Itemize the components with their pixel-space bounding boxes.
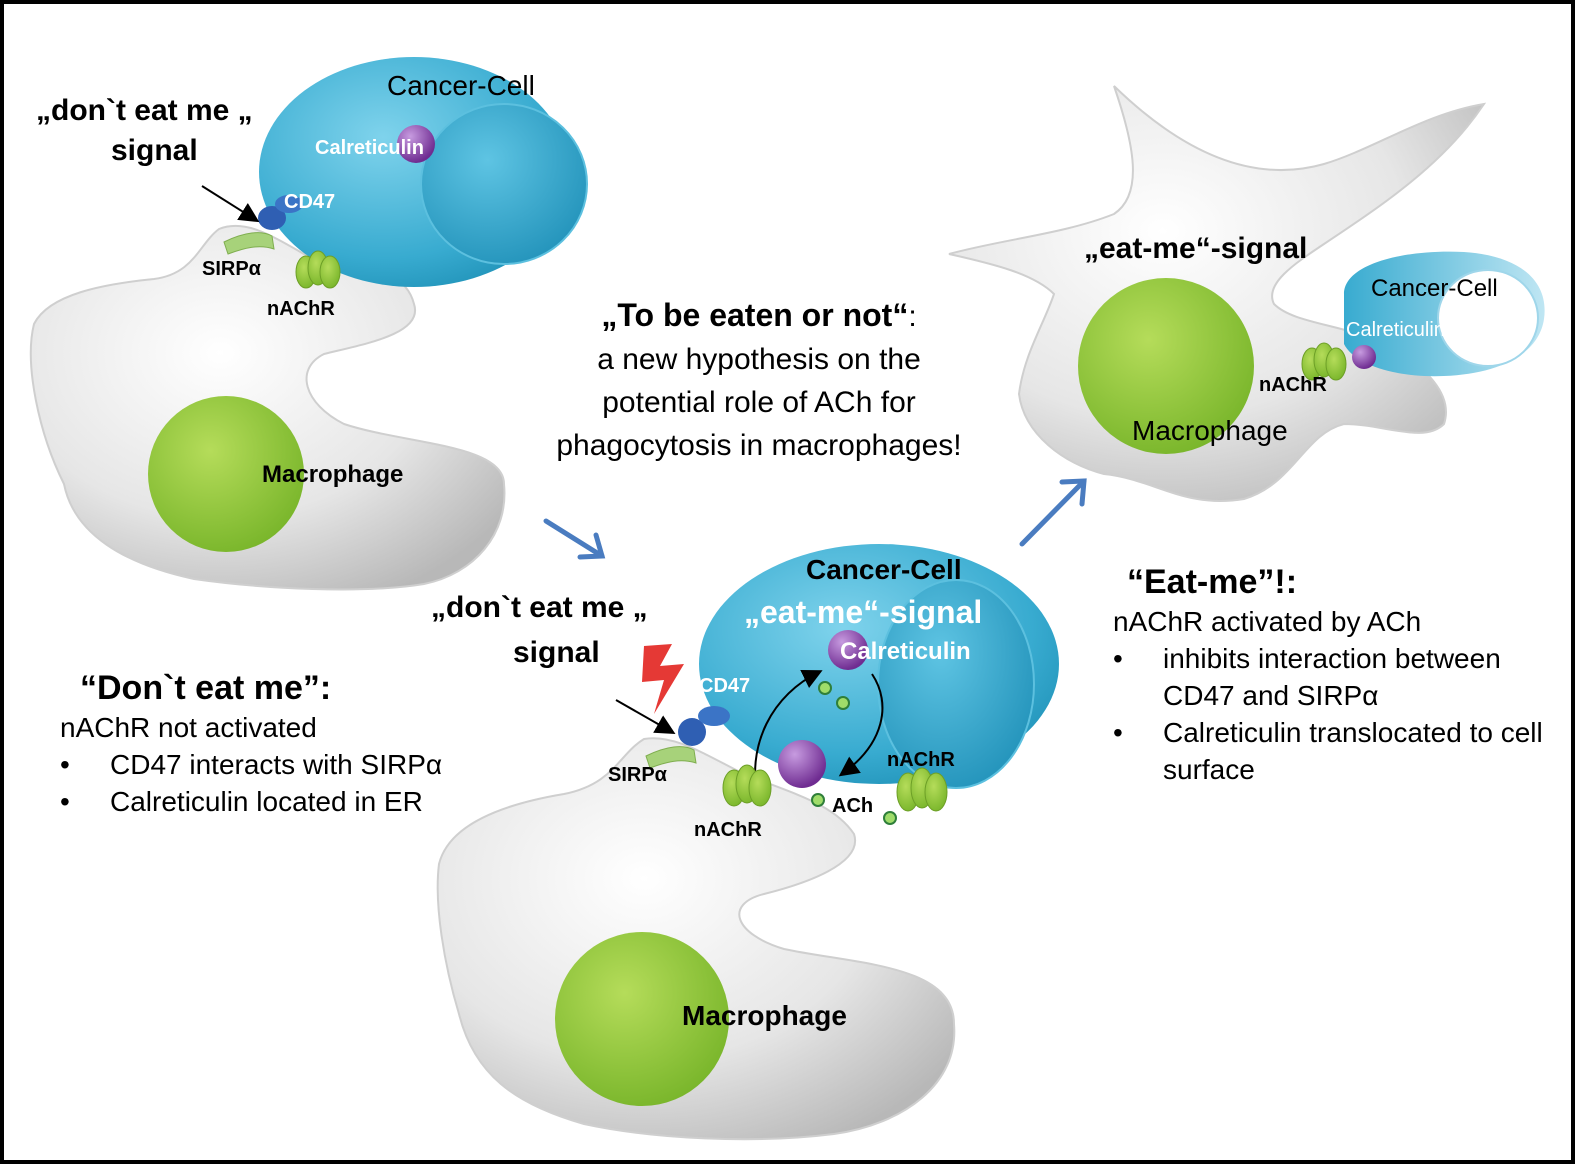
eat-me-bullet-1: inhibits interaction between CD47 and SI… [1113, 640, 1543, 714]
eat-me-title: “Eat-me”!: [1127, 563, 1298, 601]
macrophage-nucleus-top-left [148, 396, 304, 552]
macrophage-label-bottom: Macrophage [682, 1000, 847, 1031]
lightning-icon [642, 644, 684, 714]
nachr-label-right: nAChR [1259, 374, 1327, 396]
dont-eat-me-signal-label-top: „don`t eat me „ [36, 94, 253, 127]
macrophage-right [948, 85, 1487, 503]
eat-me-bullets: inhibits interaction between CD47 and SI… [1113, 640, 1553, 788]
translocation-arrow-down [838, 673, 884, 777]
eat-me-bullet-2: Calreticulin translocated to cell surfac… [1113, 714, 1543, 788]
calreticulin-label-top-left: Calreticulin [315, 137, 424, 159]
signal-word-label-top: signal [111, 134, 198, 167]
eat-me-subtitle: nAChR activated by ACh [1113, 606, 1422, 637]
cd47-label-top-left: CD47 [284, 191, 336, 213]
flow-arrow-up [1019, 478, 1087, 547]
cancer-cell-label-bottom: Cancer-Cell [806, 554, 962, 585]
macrophage-label-top-left: Macrophage [262, 461, 404, 488]
sirpa-label-bottom: SIRPα [608, 764, 667, 786]
cd47-stalk-top-left [275, 195, 303, 213]
calreticulin-label-bottom: Calreticulin [840, 638, 971, 665]
dont-eat-me-subtitle: nAChR not activated [60, 712, 317, 743]
sirpa-receptor-top-left [223, 232, 275, 255]
ach-label-bottom: ACh [832, 795, 874, 817]
dont-eat-me-signal-label-bottom: „don`t eat me „ [431, 591, 648, 624]
dont-eat-me-bullet-2: Calreticulin located in ER [60, 783, 500, 820]
eat-me-explanation: “Eat-me”!: nAChR activated by ACh inhibi… [1113, 561, 1553, 788]
dont-eat-me-explanation: “Don`t eat me”: nAChR not activated CD47… [60, 667, 500, 820]
center-hypothesis-note: „To be eaten or not“: a new hypothesis o… [499, 294, 1019, 467]
center-note-line-1: a new hypothesis on the [597, 343, 921, 376]
calreticulin-protein-right [1352, 345, 1376, 369]
nachr-channel-right [1301, 342, 1347, 381]
eat-me-signal-label-right: „eat-me“-signal [1084, 232, 1308, 265]
nachr-channel-bottom-left [722, 764, 772, 807]
cd47-label-bottom: CD47 [699, 675, 751, 697]
sirpa-receptor-bottom [645, 746, 697, 769]
cd47-receptor-bottom [678, 718, 706, 746]
macrophage-top-left [29, 224, 506, 591]
cancer-nucleus-right [1437, 269, 1539, 367]
calreticulin-protein-bottom-upper [828, 630, 868, 670]
center-note-line-2: potential role of ACh for [602, 386, 916, 419]
signal-word-label-bottom: signal [513, 636, 600, 669]
nachr-label-bottom-right: nAChR [887, 749, 955, 771]
dont-eat-me-bullet-1: CD47 interacts with SIRPα [60, 746, 500, 783]
cd47-stalk-bottom [698, 706, 730, 726]
cancer-cell-label-right: Cancer-Cell [1371, 275, 1498, 302]
macrophage-nucleus-right [1078, 278, 1254, 454]
macrophage-label-right: Macrophage [1132, 415, 1288, 446]
center-note-title: „To be eaten or not“ [601, 297, 909, 333]
center-note-line-3: phagocytosis in macrophages! [556, 429, 962, 462]
eat-me-signal-label-bottom: „eat-me“-signal [744, 594, 983, 630]
center-note-colon: : [908, 300, 917, 333]
nachr-channel-top-left [295, 250, 341, 289]
dont-eat-me-title: “Don`t eat me”: [80, 669, 332, 707]
cancer-cell-label-top-left: Cancer-Cell [387, 70, 535, 101]
signal-pointer-arrow-bottom [615, 699, 676, 734]
dont-eat-me-bullets: CD47 interacts with SIRPα Calreticulin l… [60, 746, 500, 820]
macrophage-nucleus-bottom [555, 932, 729, 1106]
diagram-artwork [29, 57, 1545, 1141]
signal-pointer-arrow-top-left [201, 185, 260, 223]
calreticulin-label-right: Calreticulin [1346, 319, 1445, 341]
nachr-label-top-left: nAChR [267, 298, 335, 320]
sirpa-label-top-left: SIRPα [202, 258, 261, 280]
calreticulin-protein-bottom-lower [778, 740, 826, 788]
flow-arrow-down [543, 518, 606, 560]
cd47-receptor-top-left [258, 206, 286, 230]
cancer-nucleus-top-left [420, 103, 588, 265]
nachr-channel-bottom-right [896, 767, 948, 812]
nachr-label-bottom-left: nAChR [694, 819, 762, 841]
calreticulin-protein-top-left [397, 125, 435, 163]
ach-molecules [811, 681, 897, 825]
